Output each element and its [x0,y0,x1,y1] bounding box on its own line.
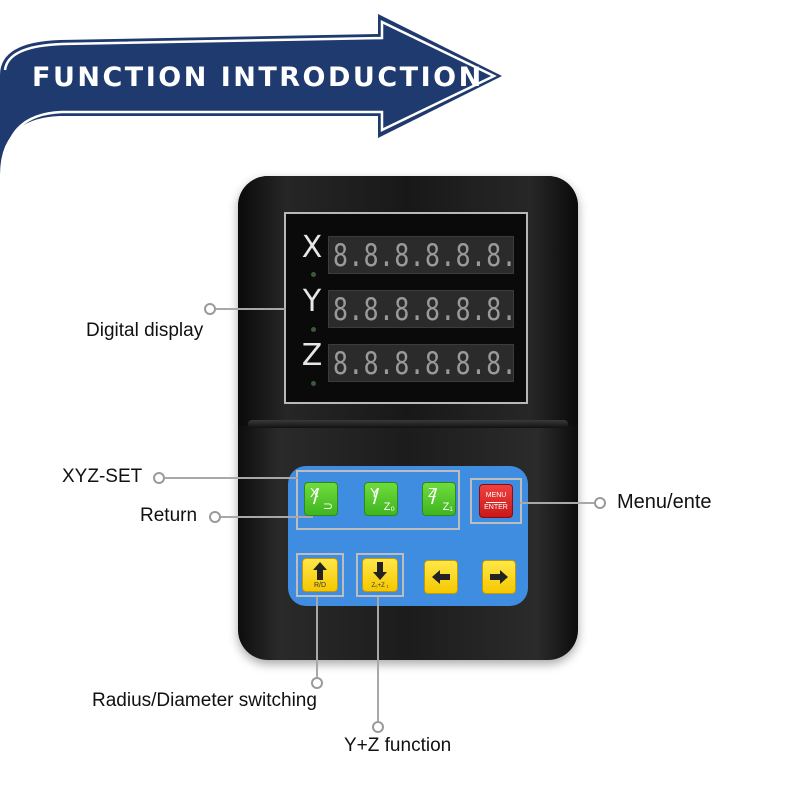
xyz-set-line [165,477,298,479]
banner-arrow [0,14,502,175]
z-one-key[interactable]: Z / Z₁ [422,482,456,516]
digital-display-pointer [204,303,216,315]
digits-x-value: 8.8.8.8.8.8.8.8. [333,238,514,274]
x-return-key-bottom: ⊃ [322,499,333,513]
xyz-set-highlight [296,470,460,530]
menu-enter-label: Menu/ente [617,491,712,513]
axis-label-z: Z [301,338,323,373]
digits-z-value: 8.8.8.8.8.8.8.8. [333,346,514,382]
yz-function-line [377,597,379,721]
banner-title: FUNCTION INTRODUCTION [32,62,484,93]
menu-key-label: MENU [485,492,507,499]
rd-key-label: R/D [313,582,327,589]
return-pointer [209,511,221,523]
menu-key-highlight [470,478,522,524]
x-return-key-top: X [310,485,319,500]
yz-key-label: Z₀+Z ₁ [371,583,389,589]
y-zero-key-bottom: Z₀ [383,501,395,513]
axis-label-y: Y [302,284,322,319]
arrow-down-icon [373,562,387,580]
axis-led-x [311,272,316,277]
menu-enter-key[interactable]: MENU ENTER [479,484,513,518]
arrow-up-icon [313,562,327,580]
digital-display-line [216,308,286,310]
yz-function-key[interactable]: Z₀+Z ₁ [362,558,398,592]
radius-diameter-line [316,597,318,677]
axis-led-z [311,381,316,386]
y-zero-key-top: Y [370,485,379,500]
right-arrow-key[interactable] [482,560,516,594]
z-one-key-bottom: Z₁ [442,501,453,513]
slash-glyph: / [373,484,380,509]
xyz-set-label: XYZ-SET [62,466,143,487]
yz-key-highlight [356,553,404,597]
slash-glyph: / [313,484,320,509]
digits-row-y: 8.8.8.8.8.8.8.8. [328,290,514,328]
enter-key-label: ENTER [484,504,508,511]
yz-function-pointer [372,721,384,733]
radius-diameter-pointer [311,677,323,689]
return-line [221,516,313,518]
menu-enter-pointer [594,497,606,509]
axis-label-x: X [301,230,323,265]
xyz-set-pointer [153,472,165,484]
digits-y-value: 8.8.8.8.8.8.8.8. [333,292,514,328]
device-ridge [248,420,568,428]
left-arrow-key[interactable] [424,560,458,594]
slash-glyph: / [431,484,438,509]
arrow-left-icon [432,570,450,584]
x-return-key[interactable]: X / ⊃ [304,482,338,516]
return-label: Return [140,505,198,526]
radius-diameter-label: Radius/Diameter switching [92,690,317,711]
arrow-right-icon [490,570,508,584]
z-one-key-top: Z [428,485,436,500]
rd-key-highlight [296,553,344,597]
radius-diameter-key[interactable]: R/D [302,558,338,592]
digits-row-z: 8.8.8.8.8.8.8.8. [328,344,514,382]
digital-display-label: Digital display [86,320,204,341]
axis-led-y [311,327,316,332]
yz-function-label: Y+Z function [344,735,452,756]
digits-row-x: 8.8.8.8.8.8.8.8. [328,236,514,274]
menu-enter-line [520,502,596,504]
y-zero-key[interactable]: Y / Z₀ [364,482,398,516]
menu-key-divider [486,502,506,503]
